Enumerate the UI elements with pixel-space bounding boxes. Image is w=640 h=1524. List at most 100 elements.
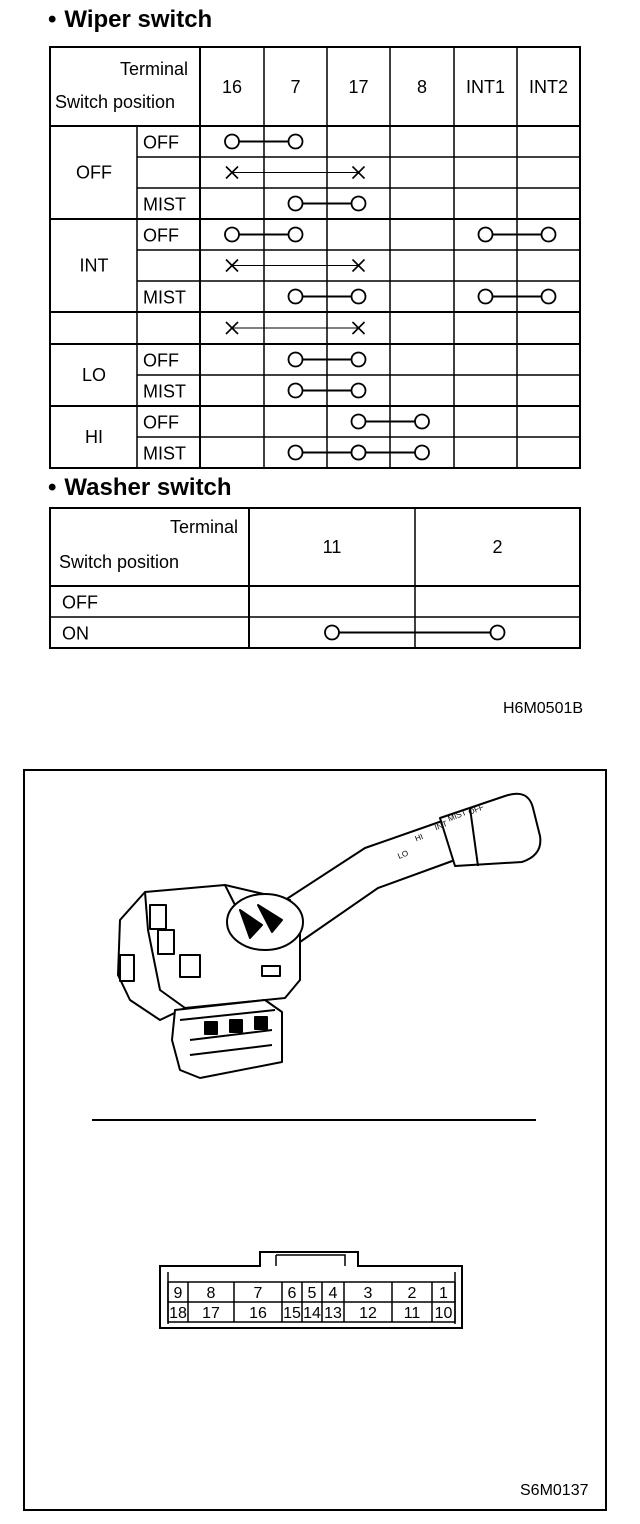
wiper-switch-title: • Wiper switch bbox=[48, 6, 212, 34]
cross-marker bbox=[351, 321, 366, 335]
bullet-icon: • bbox=[48, 474, 57, 501]
washer-header-terminal: Terminal bbox=[170, 517, 238, 537]
connector-pin-label: 3 bbox=[364, 1285, 373, 1302]
connector-pin-label: 16 bbox=[249, 1305, 267, 1322]
wiper-subposition-labels: OFF MIST OFF MIST OFF MIST OFF MIST bbox=[143, 133, 186, 464]
connector-pin-label: 12 bbox=[359, 1305, 377, 1322]
continuity-circle bbox=[489, 624, 506, 641]
connector-pin-label: 6 bbox=[288, 1285, 297, 1302]
wiper-header-position: Switch position bbox=[55, 92, 175, 112]
lever-marking-label: HI bbox=[414, 832, 425, 843]
continuity-circle bbox=[350, 382, 367, 399]
continuity-circle bbox=[414, 444, 430, 461]
wiper-subposition-label: OFF bbox=[143, 226, 179, 246]
washer-switch-table: Terminal Switch position 11 2 OFF ON bbox=[49, 507, 581, 649]
cross-marker bbox=[351, 165, 366, 180]
continuity-circle bbox=[287, 288, 304, 305]
wiper-group-label: OFF bbox=[76, 163, 112, 183]
connector-pin-label: 10 bbox=[435, 1305, 453, 1322]
continuity-circle bbox=[350, 288, 367, 305]
continuity-circle bbox=[287, 444, 304, 461]
wiper-subposition-label: OFF bbox=[143, 413, 179, 433]
wiper-terminal-header: 8 bbox=[417, 77, 427, 97]
cross-marker bbox=[225, 258, 239, 273]
continuity-circle bbox=[414, 413, 430, 430]
wiper-terminal-header: INT2 bbox=[529, 77, 568, 97]
washer-position-label: ON bbox=[62, 624, 89, 644]
washer-position-label: OFF bbox=[62, 593, 98, 613]
lever-marking-label: LO bbox=[396, 849, 409, 861]
continuity-circle bbox=[540, 288, 557, 305]
cross-marker bbox=[225, 321, 239, 335]
continuity-circle bbox=[287, 382, 304, 399]
continuity-circle bbox=[287, 133, 304, 150]
connector-pin-label: 2 bbox=[408, 1285, 417, 1302]
continuity-circle bbox=[350, 351, 367, 368]
connector-pin-label: 17 bbox=[202, 1305, 220, 1322]
connector-pin-label: 7 bbox=[254, 1285, 263, 1302]
washer-continuity-marks bbox=[324, 624, 506, 641]
wiper-terminal-header: 7 bbox=[290, 77, 300, 97]
washer-table-border bbox=[49, 507, 581, 649]
washer-grid-lines bbox=[49, 507, 581, 649]
washer-terminal-header: 2 bbox=[492, 537, 502, 557]
wiper-subposition-label: MIST bbox=[143, 195, 186, 215]
wiper-subposition-label: MIST bbox=[143, 444, 186, 464]
cross-marker bbox=[225, 165, 239, 180]
washer-terminal-header: 11 bbox=[323, 537, 342, 557]
wiper-lever-illustration bbox=[117, 792, 542, 1079]
continuity-circle bbox=[224, 133, 240, 150]
wiper-table-border bbox=[49, 46, 581, 469]
washer-header-position: Switch position bbox=[59, 552, 179, 572]
wiper-subposition-label: MIST bbox=[143, 288, 186, 308]
wiper-terminal-header: 17 bbox=[348, 77, 368, 97]
wiper-terminal-headers: 16 7 17 8 INT1 INT2 bbox=[222, 77, 568, 97]
connector-pin-label: 8 bbox=[207, 1285, 216, 1302]
continuity-circle bbox=[287, 195, 304, 212]
connector-pin-label: 15 bbox=[283, 1305, 301, 1322]
wiper-subposition-label: MIST bbox=[143, 382, 186, 402]
connector-pin-label: 9 bbox=[174, 1285, 183, 1302]
wiper-group-label: LO bbox=[82, 365, 106, 385]
wiper-grid-lines bbox=[49, 46, 581, 469]
continuity-circle bbox=[540, 226, 557, 243]
wiper-group-label: HI bbox=[85, 427, 103, 447]
wiper-subposition-label: OFF bbox=[143, 133, 179, 153]
washer-switch-title-text: Washer switch bbox=[64, 474, 232, 501]
wiper-terminal-header: 16 bbox=[222, 77, 242, 97]
continuity-circle bbox=[477, 288, 494, 305]
figure-reference-code: S6M0137 bbox=[520, 1482, 589, 1499]
connector-pin-label: 5 bbox=[308, 1285, 317, 1302]
wiper-switch-title-text: Wiper switch bbox=[64, 6, 213, 33]
connector-pin-label: 4 bbox=[329, 1285, 338, 1302]
figure-frame bbox=[23, 769, 607, 1511]
continuity-circle bbox=[350, 195, 367, 212]
connector-pin-label: 11 bbox=[404, 1305, 421, 1322]
continuity-circle bbox=[477, 226, 494, 243]
connector-pin-label: 13 bbox=[324, 1305, 342, 1322]
continuity-circle bbox=[287, 351, 304, 368]
wiper-subposition-label: OFF bbox=[143, 351, 179, 371]
continuity-circle bbox=[287, 226, 304, 243]
continuity-circle bbox=[350, 413, 367, 430]
wiper-terminal-header: INT1 bbox=[466, 77, 505, 97]
connector-pin-label: 18 bbox=[169, 1305, 187, 1322]
continuity-circle bbox=[350, 444, 367, 461]
wiper-group-label: INT bbox=[80, 256, 109, 276]
bullet-icon: • bbox=[48, 6, 57, 33]
wiper-continuity-marks bbox=[224, 133, 557, 461]
washer-terminal-headers: 11 2 bbox=[323, 537, 503, 557]
connector-pin-label: 1 bbox=[439, 1285, 448, 1302]
connector-pin-label: 14 bbox=[303, 1305, 321, 1322]
continuity-circle bbox=[224, 226, 240, 243]
wiper-header-terminal: Terminal bbox=[120, 59, 188, 79]
continuity-circle bbox=[324, 624, 340, 641]
table-reference-code: H6M0501B bbox=[503, 700, 584, 717]
cross-marker bbox=[351, 258, 366, 273]
washer-switch-title: • Washer switch bbox=[48, 474, 232, 502]
wiper-group-labels: OFF INT LO HI bbox=[76, 163, 112, 448]
washer-position-labels: OFF ON bbox=[62, 593, 98, 644]
